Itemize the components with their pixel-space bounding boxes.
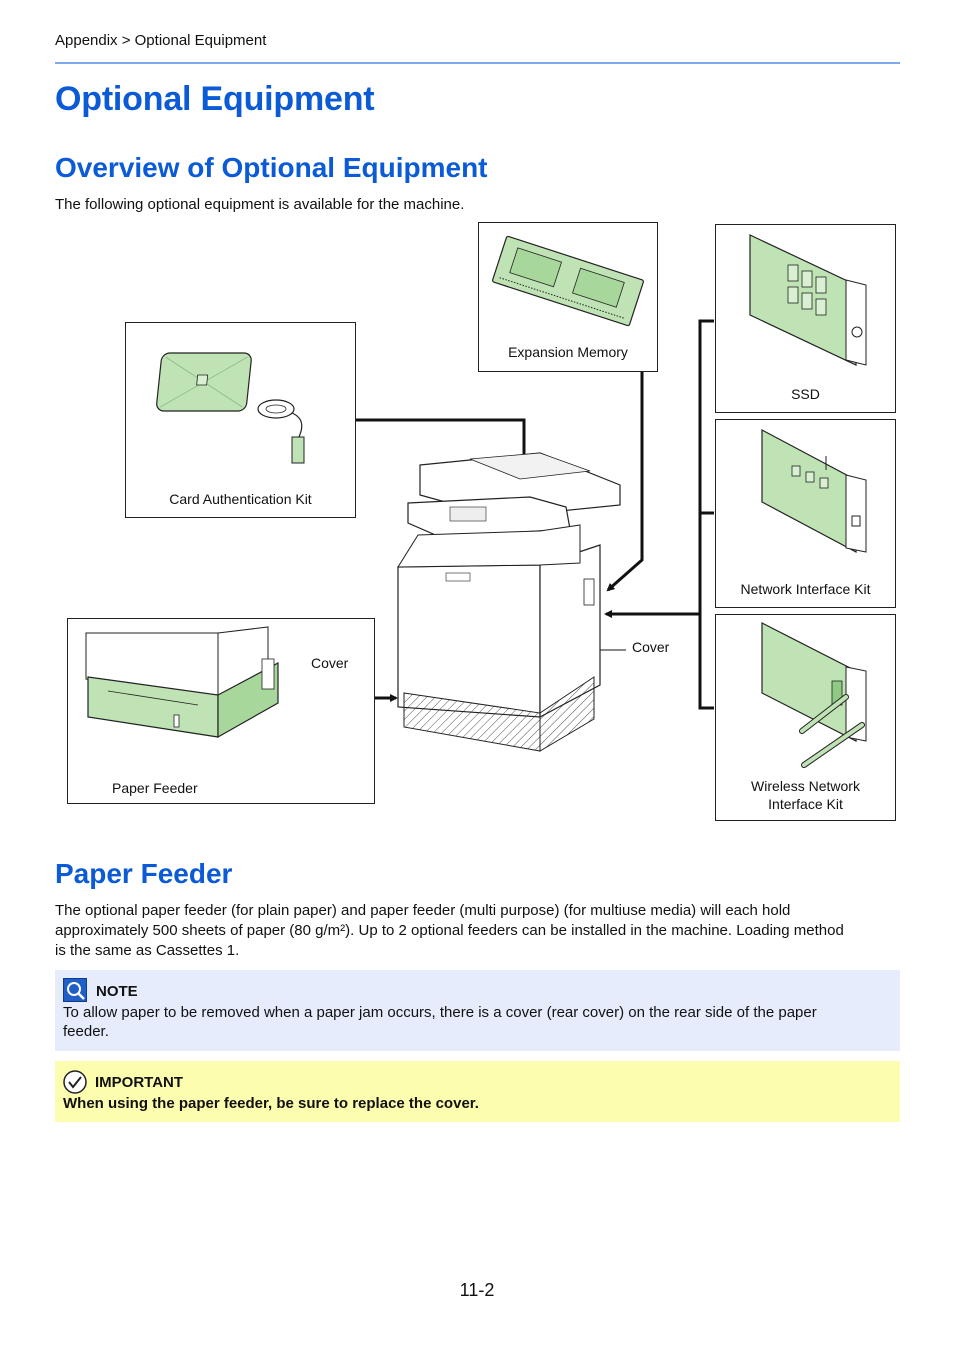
breadcrumb: Appendix > Optional Equipment xyxy=(55,32,267,49)
note-box: NOTE To allow paper to be removed when a… xyxy=(55,970,900,1051)
card-auth-kit-panel: Card Authentication Kit xyxy=(125,322,356,518)
wireless-board-illustration xyxy=(761,622,867,768)
ssd-board-illustration xyxy=(749,234,867,366)
note-icon xyxy=(63,978,87,1002)
network-board-illustration xyxy=(761,429,867,553)
paper-feeder-text-line2: approximately 500 sheets of paper (80 g/… xyxy=(55,922,844,939)
paper-feeder-heading: Paper Feeder xyxy=(55,858,233,889)
paper-feeder-panel: Cover Paper Feeder xyxy=(67,618,375,804)
wireless-kit-label-line2: Interface Kit xyxy=(768,796,843,812)
network-interface-kit-panel: Network Interface Kit xyxy=(715,419,896,608)
header-rule xyxy=(55,62,900,64)
overview-heading: Overview of Optional Equipment xyxy=(55,152,488,183)
paper-feeder-label: Paper Feeder xyxy=(112,780,198,796)
note-text-line2: feeder. xyxy=(63,1023,109,1040)
memory-connector xyxy=(606,371,644,592)
important-box: IMPORTANT When using the paper feeder, b… xyxy=(55,1061,900,1122)
expansion-memory-panel: Expansion Memory xyxy=(478,222,658,372)
printer-illustration xyxy=(397,452,621,752)
checkmark-icon xyxy=(63,1070,87,1094)
ssd-panel: SSD xyxy=(715,224,896,413)
card-auth-kit-label: Card Authentication Kit xyxy=(169,491,312,507)
wireless-kit-panel: Wireless Network Interface Kit xyxy=(715,614,896,821)
card-reader-illustration xyxy=(156,352,305,464)
paper-feeder-text-line1: The optional paper feeder (for plain pap… xyxy=(55,902,791,919)
memory-module-illustration xyxy=(492,235,644,327)
note-label: NOTE xyxy=(96,983,138,1000)
paper-feeder-text-line3: is the same as Cassettes 1. xyxy=(55,942,240,959)
overview-intro: The following optional equipment is avai… xyxy=(55,196,465,213)
note-text-line1: To allow paper to be removed when a pape… xyxy=(63,1004,817,1021)
ssd-label: SSD xyxy=(791,386,820,402)
wireless-kit-label-line1: Wireless Network xyxy=(751,778,860,794)
important-text: When using the paper feeder, be sure to … xyxy=(63,1095,479,1112)
page-title: Optional Equipment xyxy=(55,80,375,118)
expansion-memory-label: Expansion Memory xyxy=(508,344,628,360)
cover-label-right: Cover xyxy=(632,639,670,655)
cover-label-left: Cover xyxy=(311,655,349,671)
paper-feeder-illustration xyxy=(85,626,279,739)
page-number: 11-2 xyxy=(459,1280,495,1300)
important-label: IMPORTANT xyxy=(95,1074,184,1091)
network-interface-kit-label: Network Interface Kit xyxy=(740,581,871,597)
